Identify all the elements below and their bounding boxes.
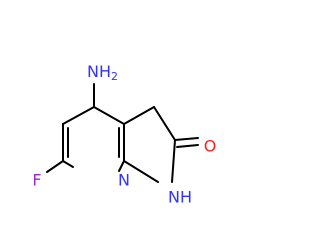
bond-n-c7a (118, 160, 125, 172)
molecule-structure: NH2 O F N NH (32, 62, 217, 207)
bond-c6-n (62, 160, 74, 168)
atom-label-pyridine-nitrogen: N (118, 171, 130, 190)
bond-c3-c2 (153, 106, 176, 141)
atom-label-oxygen: O (204, 137, 217, 156)
bond-c7a-nh (123, 160, 159, 183)
bonds (46, 83, 199, 183)
bond-c2-o-b (176, 144, 199, 148)
bond-c4-c5 (62, 106, 95, 125)
atom-label-amide-nh: NH (168, 188, 192, 207)
bond-c4-c3a (93, 106, 125, 125)
bond-c2-o-a (174, 137, 199, 141)
atom-label-amino: NH2 (87, 62, 118, 83)
bond-c3a-c3 (123, 106, 155, 125)
bond-c2-nh (171, 139, 176, 183)
atom-label-fluorine: F (32, 171, 41, 190)
bond-c6-f (46, 160, 64, 173)
